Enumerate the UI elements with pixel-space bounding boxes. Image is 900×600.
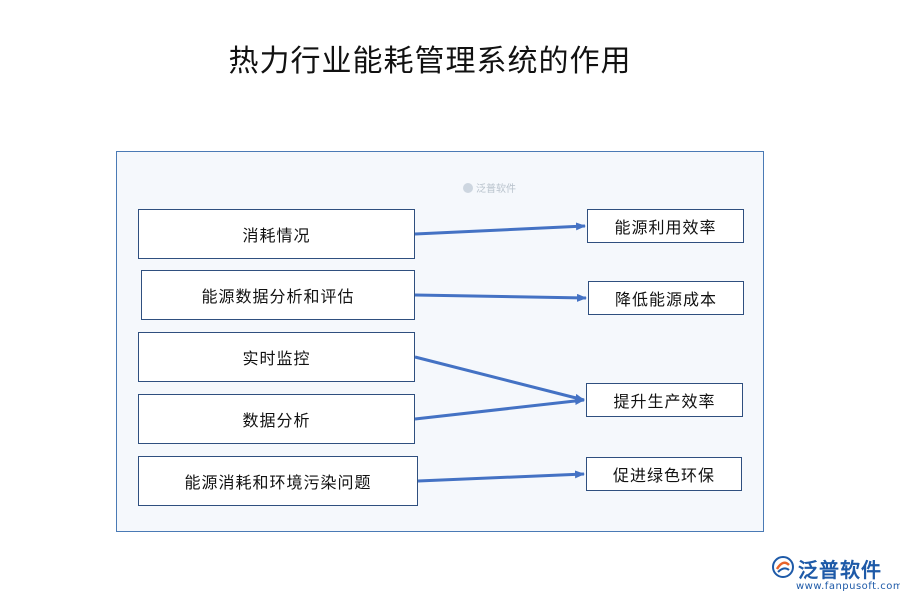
watermark: 泛普软件 [463, 180, 516, 195]
right-node-label: 降低能源成本 [614, 290, 717, 309]
right-node-label: 能源利用效率 [614, 218, 717, 237]
left-node-energy-analysis: 能源数据分析和评估 [141, 270, 415, 320]
left-node-label: 实时监控 [242, 349, 311, 368]
left-node-realtime-monitoring: 实时监控 [138, 332, 415, 382]
arrow-monitoring-to-productivity [414, 355, 585, 402]
arrow-analysis-to-cost [414, 293, 587, 302]
left-node-consumption: 消耗情况 [138, 209, 415, 259]
brand-url: www.fanpusoft.com [796, 581, 900, 592]
brand-logo-icon [772, 556, 794, 578]
right-node-reduce-cost: 降低能源成本 [588, 281, 744, 315]
left-node-label: 消耗情况 [242, 226, 311, 245]
right-node-productivity: 提升生产效率 [586, 383, 743, 417]
watermark-text: 泛普软件 [476, 184, 516, 195]
right-node-energy-efficiency: 能源利用效率 [587, 209, 744, 243]
brand-logo: 泛普软件 www.fanpusoft.com [772, 554, 900, 594]
left-node-data-analysis: 数据分析 [138, 394, 415, 444]
right-node-green: 促进绿色环保 [586, 457, 742, 491]
left-node-label: 能源数据分析和评估 [201, 287, 355, 306]
right-node-label: 促进绿色环保 [612, 466, 715, 485]
watermark-logo-icon [463, 182, 473, 193]
brand-name: 泛普软件 [798, 558, 882, 582]
arrow-consumption-to-efficiency [414, 222, 586, 236]
left-node-pollution-issues: 能源消耗和环境污染问题 [138, 456, 418, 506]
left-node-label: 数据分析 [242, 411, 311, 430]
arrow-data-analysis-to-productivity [414, 397, 585, 421]
page-title: 热力行业能耗管理系统的作用 [228, 44, 632, 79]
left-node-label: 能源消耗和环境污染问题 [184, 473, 372, 492]
arrow-pollution-to-green [417, 470, 585, 483]
right-node-label: 提升生产效率 [613, 392, 716, 411]
